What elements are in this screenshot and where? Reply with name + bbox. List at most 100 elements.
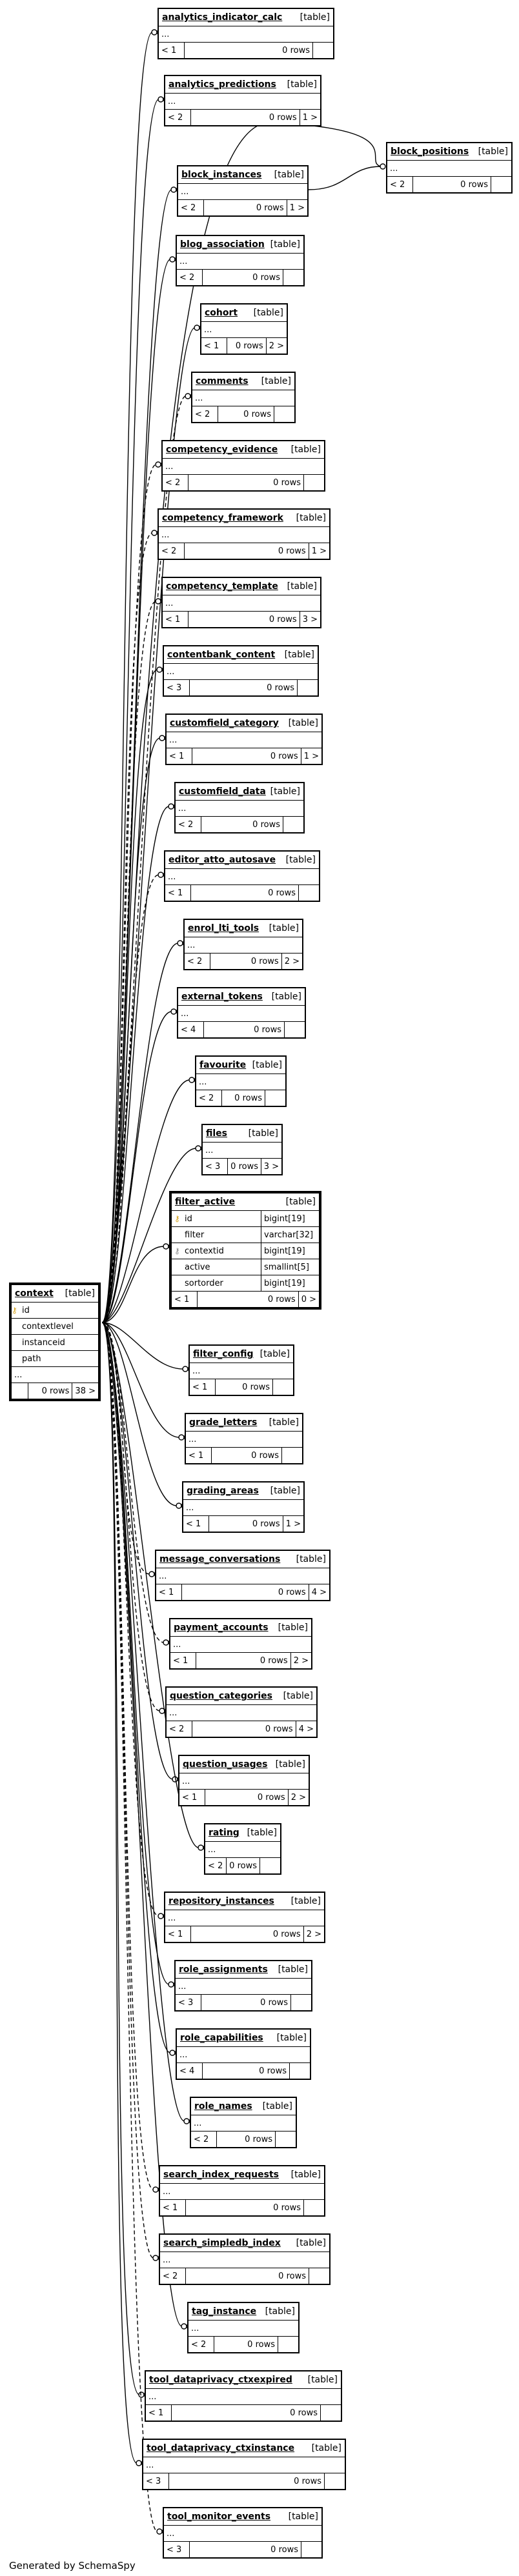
table-name[interactable]: role_capabilities: [180, 2033, 263, 2043]
parents-count[interactable]: < 2: [205, 1858, 227, 1873]
table-name[interactable]: payment_accounts: [174, 1622, 269, 1633]
parents-count[interactable]: < 1: [170, 1653, 196, 1668]
parents-count[interactable]: < 2: [167, 1721, 192, 1737]
table-name[interactable]: blog_association: [180, 239, 265, 250]
parents-count[interactable]: < 1: [167, 748, 192, 764]
parents-count[interactable]: < 1: [165, 1926, 191, 1942]
children-count[interactable]: 2 >: [290, 1653, 311, 1668]
table-name[interactable]: question_categories: [170, 1691, 272, 1701]
table-name[interactable]: analytics_predictions: [168, 79, 276, 90]
children-count[interactable]: [278, 2337, 298, 2352]
table-tool-dataprivacy-ctxinstance[interactable]: tool_dataprivacy_ctxinstance[table]...< …: [142, 2439, 346, 2490]
children-count[interactable]: [283, 817, 303, 832]
children-count[interactable]: [260, 1858, 280, 1873]
table-name[interactable]: question_usages: [183, 1759, 268, 1770]
table-name[interactable]: message_conversations: [159, 1554, 281, 1564]
table-name[interactable]: tool_dataprivacy_ctxexpired: [149, 2375, 292, 2385]
table-name[interactable]: competency_evidence: [166, 444, 278, 455]
table-block-positions[interactable]: block_positions [table] ... < 2 0 rows: [386, 142, 513, 194]
parents-count[interactable]: [12, 1383, 28, 1399]
parents-count[interactable]: < 2: [165, 110, 191, 125]
table-name[interactable]: context: [15, 1288, 54, 1299]
children-count[interactable]: [309, 2268, 329, 2284]
parents-count[interactable]: < 2: [387, 177, 413, 192]
children-count[interactable]: 4 >: [308, 1584, 329, 1600]
parents-count[interactable]: < 2: [192, 406, 218, 422]
children-count[interactable]: [272, 1379, 293, 1395]
table-name[interactable]: tag_instance: [192, 2306, 257, 2317]
parents-count[interactable]: < 3: [176, 1995, 201, 2010]
parents-count[interactable]: < 3: [164, 2542, 190, 2557]
children-count[interactable]: [324, 2473, 345, 2489]
table-name[interactable]: cohort: [205, 308, 238, 318]
parents-count[interactable]: < 3: [203, 1159, 229, 1174]
children-count[interactable]: [303, 475, 324, 490]
children-count[interactable]: 1 >: [308, 543, 329, 559]
table-name[interactable]: enrol_lti_tools: [188, 923, 260, 934]
children-count[interactable]: 4 >: [295, 1721, 316, 1737]
parents-count[interactable]: < 1: [156, 1584, 182, 1600]
table-name[interactable]: contentbank_content: [167, 650, 276, 660]
children-count[interactable]: [289, 2063, 310, 2079]
parents-count[interactable]: < 1: [146, 2405, 172, 2421]
table-name[interactable]: filter_active: [175, 1197, 236, 1207]
children-count[interactable]: 1 >: [300, 748, 321, 764]
children-count[interactable]: 1 >: [282, 1516, 303, 1532]
table-name[interactable]: search_simpledb_index: [163, 2238, 281, 2248]
parents-count[interactable]: < 4: [178, 1022, 204, 1037]
parents-count[interactable]: < 1: [179, 1790, 205, 1805]
parents-count[interactable]: < 2: [163, 475, 188, 490]
children-count[interactable]: [312, 43, 333, 58]
parents-count[interactable]: < 3: [164, 680, 190, 695]
parents-count[interactable]: < 1: [186, 1448, 212, 1463]
table-name[interactable]: filter_config: [193, 1349, 254, 1359]
children-count[interactable]: [284, 1022, 305, 1037]
parents-count[interactable]: < 3: [143, 2473, 169, 2489]
table-name[interactable]: files: [206, 1128, 228, 1139]
table-name[interactable]: external_tokens: [181, 992, 263, 1002]
parents-count[interactable]: < 2: [188, 2337, 214, 2352]
table-name[interactable]: analytics_indicator_calc: [162, 12, 283, 23]
table-name[interactable]: grade_letters: [189, 1417, 258, 1428]
table-name[interactable]: customfield_data: [179, 786, 266, 797]
children-count[interactable]: 2 >: [265, 338, 287, 354]
children-count[interactable]: [297, 680, 318, 695]
table-name[interactable]: customfield_category: [170, 718, 279, 728]
children-count[interactable]: 1 >: [286, 200, 307, 215]
children-count[interactable]: [281, 1448, 302, 1463]
table-name[interactable]: editor_atto_autosave: [168, 855, 276, 865]
parents-count[interactable]: < 2: [160, 2268, 186, 2284]
children-count[interactable]: [274, 406, 294, 422]
children-count[interactable]: 3 >: [299, 612, 320, 627]
parents-count[interactable]: < 2: [185, 954, 210, 969]
children-count[interactable]: 1 >: [299, 110, 320, 125]
parents-count[interactable]: < 1: [190, 1379, 216, 1395]
table-name[interactable]: competency_framework: [162, 513, 283, 523]
children-count[interactable]: [298, 885, 319, 901]
parents-count[interactable]: < 1: [172, 1292, 198, 1307]
parents-count[interactable]: < 4: [177, 2063, 203, 2079]
